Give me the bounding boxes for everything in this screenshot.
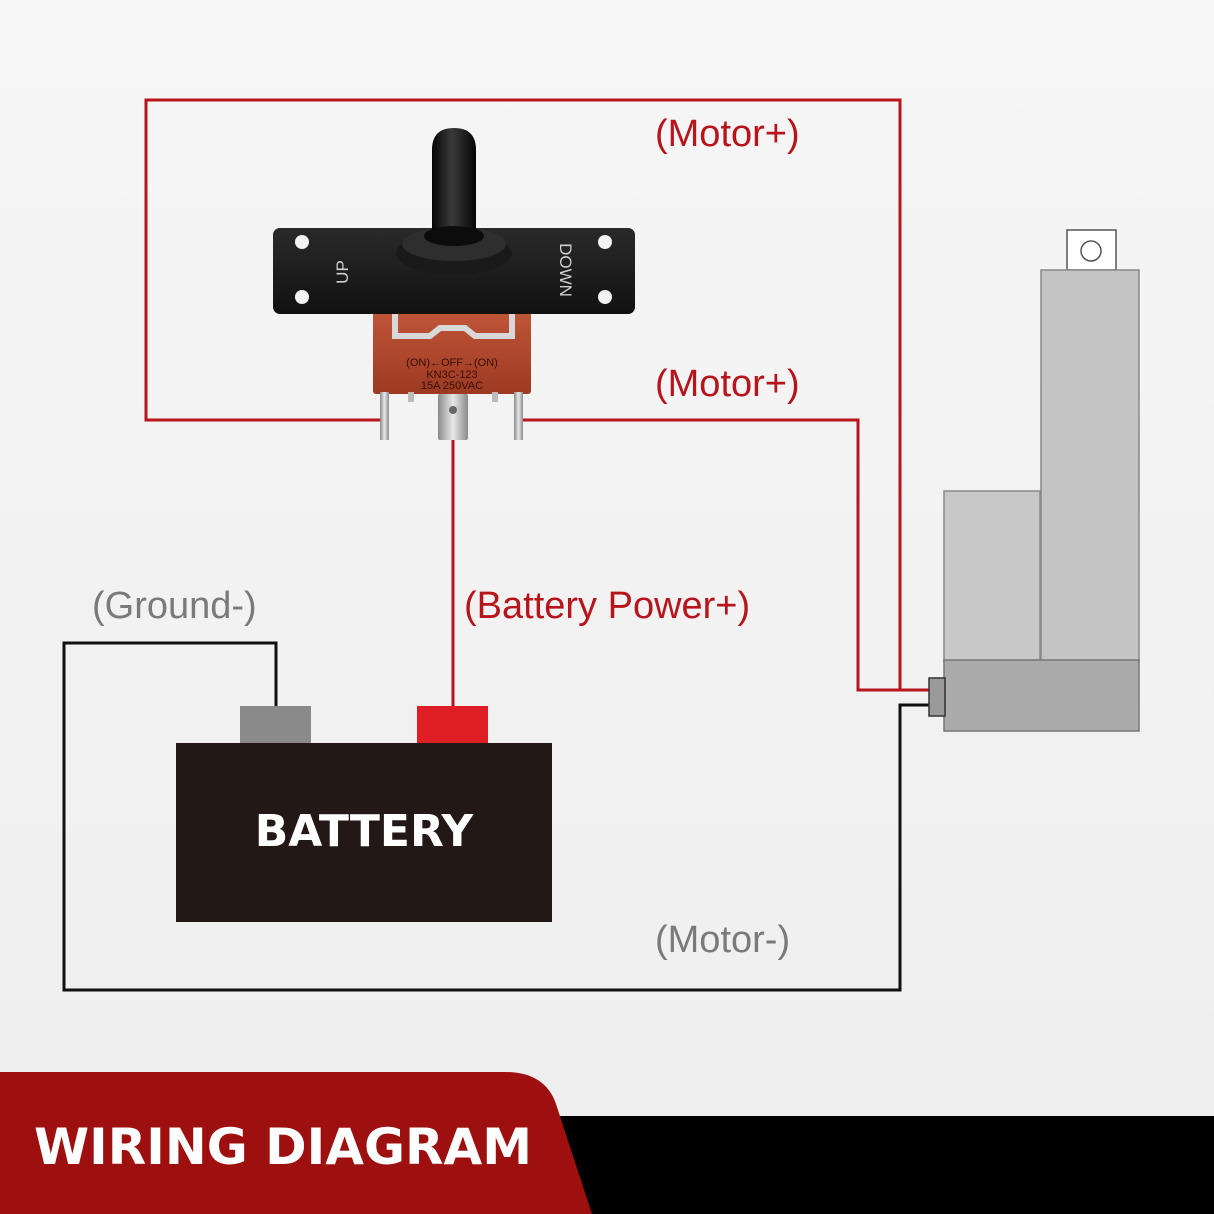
switch-terminal-center [438, 394, 468, 440]
wire-labels: (Motor+) (Motor+) (Battery Power+) (Grou… [92, 113, 800, 961]
actuator-connector [928, 677, 946, 717]
switch-knob [432, 128, 476, 232]
battery-terminal-negative [240, 706, 311, 746]
wire-motor-plus-mid [520, 418, 930, 692]
footer-banner: WIRING DIAGRAM [0, 1072, 1214, 1214]
battery-body [176, 743, 552, 922]
switch-marking-1: (ON)←OFF→(ON) [406, 357, 498, 369]
linear-actuator [928, 229, 1140, 732]
toggle-switch: (ON)←OFF→(ON) KN3C-123 15A 250VAC UP DOW… [273, 128, 635, 440]
switch-pin-small-1 [408, 392, 414, 402]
wires [62, 98, 930, 992]
plate-hole-br [598, 290, 612, 304]
wire-ground-motor-minus [62, 641, 930, 992]
battery-label: BATTERY [255, 806, 475, 857]
label-motor-plus-mid: (Motor+) [655, 363, 800, 405]
switch-terminal-center-hole [449, 406, 457, 414]
plate-label-up: UP [333, 260, 352, 284]
label-ground: (Ground-) [92, 585, 257, 627]
switch-body [373, 308, 531, 394]
label-battery-power: (Battery Power+) [464, 585, 750, 627]
actuator-base [943, 659, 1140, 732]
switch-terminal-left [380, 392, 389, 440]
footer-title: WIRING DIAGRAM [34, 1118, 532, 1176]
switch-marking-3: 15A 250VAC [421, 380, 483, 392]
switch-knob-base [424, 226, 484, 246]
switch-terminal-right [514, 392, 523, 440]
label-motor-minus: (Motor-) [655, 919, 790, 961]
switch-pin-small-2 [492, 392, 498, 402]
plate-hole-tr [598, 235, 612, 249]
actuator-motor [943, 490, 1041, 663]
actuator-tube [1040, 269, 1140, 663]
switch-bracket [392, 308, 515, 339]
actuator-eye-hole [1080, 240, 1102, 262]
switch-marking-2: KN3C-123 [426, 369, 477, 381]
battery: BATTERY [176, 706, 552, 922]
plate-hole-bl [295, 290, 309, 304]
footer-red-tab [0, 1072, 592, 1214]
label-motor-plus-top: (Motor+) [655, 113, 800, 155]
plate-hole-tl [295, 235, 309, 249]
battery-terminal-positive [417, 706, 488, 746]
plate-label-down: DOWN [556, 243, 575, 297]
